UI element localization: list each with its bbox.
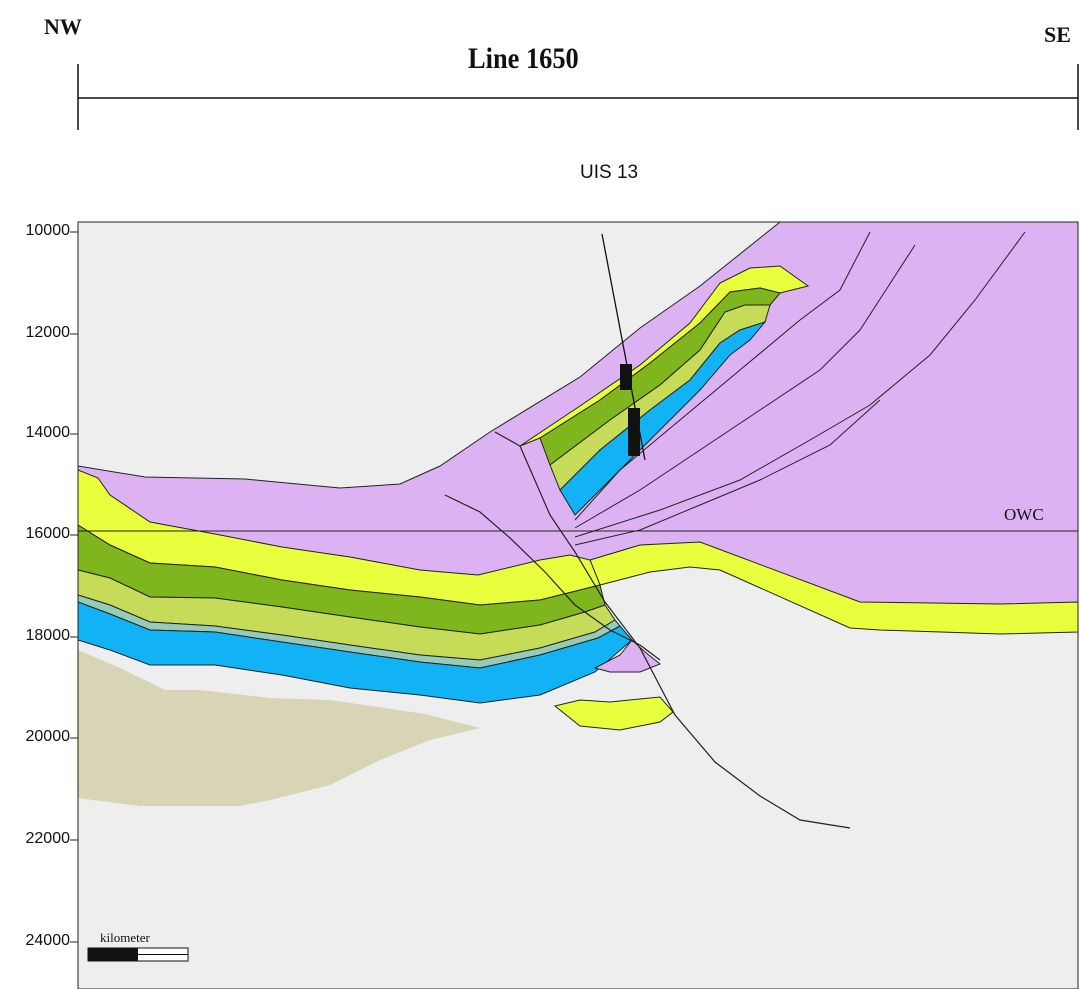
- direction-label-se: SE: [1044, 22, 1071, 47]
- top-surface-line: [78, 222, 781, 489]
- direction-label-nw: NW: [44, 14, 82, 39]
- well-perforation-markers: [620, 364, 640, 456]
- purple-fault-sliver: [593, 639, 661, 673]
- depth-axis-ticks: [70, 231, 78, 943]
- scale-bar: [87, 947, 189, 962]
- depth-tick-label: 24000: [25, 932, 71, 949]
- depth-tick-label: 14000: [25, 424, 71, 441]
- section-line: [77, 64, 1079, 130]
- blue-layer-hanging-wall: [559, 321, 767, 516]
- depth-tick-label: 20000: [25, 728, 71, 745]
- section-title: Line 1650: [468, 42, 579, 75]
- depth-tick-label: 18000: [25, 627, 71, 644]
- plot-frame: [77, 221, 1079, 989]
- listric-fault-line: [444, 494, 661, 661]
- depth-tick-label: 22000: [25, 830, 71, 847]
- yellow-layer-footwall-right: [589, 541, 1078, 635]
- well-name-label: UIS 13: [580, 162, 639, 183]
- basement-tan-region: [78, 650, 480, 806]
- major-fault-line: [494, 431, 851, 829]
- depth-tick-label: 10000: [25, 222, 71, 239]
- thrust-fault-lines: [574, 231, 1026, 546]
- depth-tick-label: 16000: [25, 525, 71, 542]
- scale-bar-label: kilometer: [100, 930, 150, 945]
- owc-label: OWC: [1004, 505, 1044, 524]
- depth-tick-label: 12000: [25, 324, 71, 341]
